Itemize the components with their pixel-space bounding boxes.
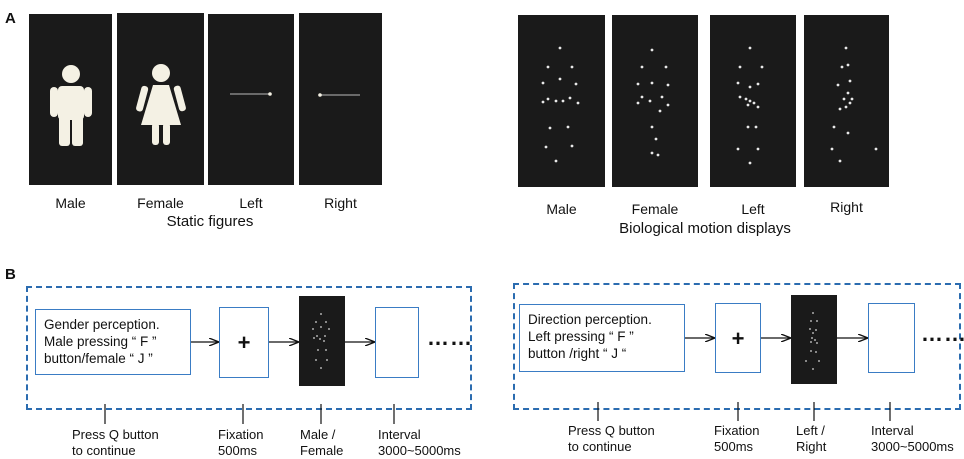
static-left-caption: Left <box>239 195 263 211</box>
point-light-figure <box>636 48 670 157</box>
static-right-display <box>299 13 382 185</box>
gender-task-frame <box>26 286 472 410</box>
point-light-figure <box>541 46 580 163</box>
point-light-figure <box>830 46 878 163</box>
bio-right-display <box>804 15 889 187</box>
direction-interval-box <box>868 303 915 373</box>
static-female-caption: Female <box>137 195 184 211</box>
direction-fixation-caption: Fixation 500ms <box>714 423 760 454</box>
bio-female-display <box>612 15 698 187</box>
static-right-caption: Right <box>324 195 357 211</box>
bio-right-caption: Right <box>830 199 863 215</box>
gender-interval-box <box>375 307 419 378</box>
direction-interval-caption: Interval 3000~5000ms <box>871 423 954 454</box>
direction-fixation-box: + <box>715 303 761 373</box>
point-light-figure <box>736 46 764 165</box>
direction-task-frame <box>513 283 961 410</box>
fixation-cross: + <box>237 330 251 355</box>
gender-ellipsis: …… <box>427 325 473 350</box>
direction-instruction-box: Direction perception. Left pressing “ F … <box>519 304 685 372</box>
bio-left-caption: Left <box>741 201 765 217</box>
gender-fixation-caption: Fixation 500ms <box>218 427 264 458</box>
direction-ellipsis: …… <box>921 321 964 346</box>
gender-stimulus-display <box>299 296 345 386</box>
instruction-line: button/female “ J ” <box>44 351 153 366</box>
instruction-line: Male pressing “ F ” <box>44 334 157 349</box>
left-line-icon <box>230 92 272 96</box>
point-light-figure <box>312 313 330 369</box>
panel-label-b: B <box>5 266 16 283</box>
gender-fixation-box: + <box>219 307 269 378</box>
static-male-caption: Male <box>55 195 86 211</box>
bio-left-display <box>710 15 796 187</box>
instruction-line: Gender perception. <box>44 317 160 332</box>
direction-press-caption: Press Q button to continue <box>568 423 655 454</box>
female-figure-icon <box>136 64 186 145</box>
gender-press-caption: Press Q button to continue <box>72 427 159 458</box>
biological-motion-caption: Biological motion displays <box>619 220 791 237</box>
static-figures-caption: Static figures <box>166 213 254 230</box>
bio-female-caption: Female <box>631 201 679 217</box>
bio-male-display <box>518 15 605 187</box>
gender-instruction-box: Gender perception. Male pressing “ F ” b… <box>35 309 191 375</box>
static-male-display <box>29 14 112 185</box>
direction-stimulus-display <box>791 295 837 384</box>
instruction-line: Left pressing “ F ” <box>528 329 634 344</box>
fixation-cross: + <box>731 326 745 351</box>
direction-stimulus-caption: Left / Right <box>796 423 827 454</box>
gender-interval-caption: Interval 3000~5000ms <box>378 427 461 458</box>
male-figure-icon <box>50 65 92 146</box>
instruction-line: Direction perception. <box>528 312 652 327</box>
panel-label-a: A <box>5 10 16 27</box>
point-light-figure <box>805 312 820 370</box>
bio-male-caption: Male <box>546 201 577 217</box>
static-left-display <box>208 14 294 185</box>
gender-stimulus-caption: Male / Female <box>300 427 344 458</box>
instruction-line: button /right “ J “ <box>528 346 627 361</box>
static-female-display <box>117 13 204 185</box>
right-line-icon <box>318 93 360 97</box>
